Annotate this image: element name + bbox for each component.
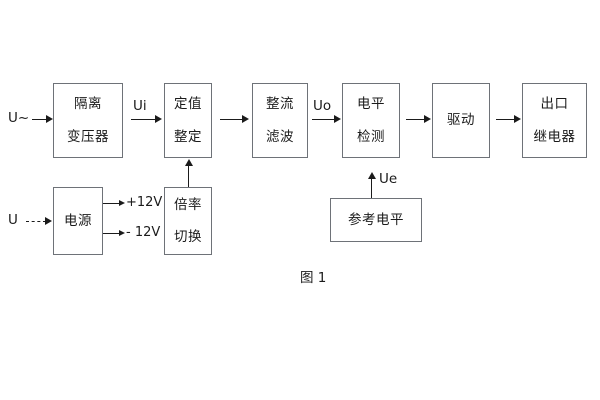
block-level-detection-line2: 检测 — [357, 128, 385, 145]
connector-rail-pos-12v-line — [103, 203, 121, 204]
block-level-detection[interactable]: 电平 检测 — [342, 83, 400, 158]
rail-label-pos-12v: +12V — [126, 195, 163, 210]
arrow-head-ac-input-icon — [46, 115, 53, 123]
block-multiplier-switch-line2: 切换 — [174, 229, 202, 245]
connector-setting-to-rectify-line — [220, 119, 244, 120]
block-output-relay-line1: 出口 — [540, 96, 569, 113]
block-multiplier-switch[interactable]: 倍率 切换 — [164, 187, 212, 255]
block-power-supply-line1: 电源 — [64, 212, 92, 229]
arrow-head-rail-neg-12v-icon — [119, 229, 125, 236]
connector-ac-input-line — [32, 119, 48, 120]
block-power-supply[interactable]: 电源 — [53, 187, 103, 255]
block-output-relay[interactable]: 出口 继电器 — [522, 83, 587, 158]
block-drive[interactable]: 驱动 — [432, 83, 490, 158]
arrow-head-dc-input-icon — [45, 217, 52, 225]
block-rectify-filter[interactable]: 整流 滤波 — [252, 83, 308, 158]
block-level-detection-line1: 电平 — [357, 96, 385, 113]
connector-dc-input-line — [26, 221, 46, 222]
arrow-head-level-to-drive-icon — [424, 115, 431, 123]
connector-uo-line — [312, 119, 336, 120]
block-drive-line1: 驱动 — [447, 112, 475, 129]
block-rectify-filter-line1: 整流 — [266, 96, 294, 113]
block-rectify-filter-line2: 滤波 — [266, 128, 294, 145]
signal-label-ue: Ue — [379, 171, 398, 187]
connector-rail-neg-12v-line — [103, 233, 121, 234]
arrow-head-multiplier-to-setting-icon — [184, 159, 193, 166]
arrow-head-setting-to-rectify-icon — [242, 115, 249, 123]
connector-drive-to-relay-line — [496, 119, 516, 120]
block-setting-value[interactable]: 定值 整定 — [164, 83, 212, 158]
connector-multiplier-to-setting-line — [188, 165, 189, 187]
block-reference-level-line1: 参考电平 — [348, 211, 404, 228]
signal-label-uo: Uo — [313, 98, 332, 114]
figure-caption: 图 1 — [300, 270, 327, 286]
input-label-ac: U~ — [8, 110, 30, 126]
arrow-head-ui-icon — [155, 115, 162, 123]
arrow-head-uo-icon — [334, 115, 341, 123]
connector-ui-line — [131, 119, 157, 120]
rail-label-neg-12v: - 12V — [126, 225, 161, 240]
arrow-head-rail-pos-12v-icon — [119, 199, 125, 206]
block-setting-value-line1: 定值 — [174, 96, 202, 113]
block-reference-level[interactable]: 参考电平 — [330, 198, 422, 242]
arrow-head-ue-icon — [367, 172, 376, 179]
block-setting-value-line2: 整定 — [174, 128, 202, 145]
block-multiplier-switch-line1: 倍率 — [174, 196, 202, 213]
connector-ue-line — [371, 178, 372, 198]
input-label-dc: U — [8, 212, 18, 228]
connector-level-to-drive-line — [406, 119, 426, 120]
block-isolation-transformer-line2: 变压器 — [67, 128, 109, 145]
block-isolation-transformer[interactable]: 隔离 变压器 — [53, 83, 123, 158]
block-isolation-transformer-line1: 隔离 — [74, 96, 102, 113]
signal-label-ui: Ui — [133, 98, 147, 114]
block-output-relay-line2: 继电器 — [533, 128, 576, 145]
arrow-head-drive-to-relay-icon — [514, 115, 521, 123]
